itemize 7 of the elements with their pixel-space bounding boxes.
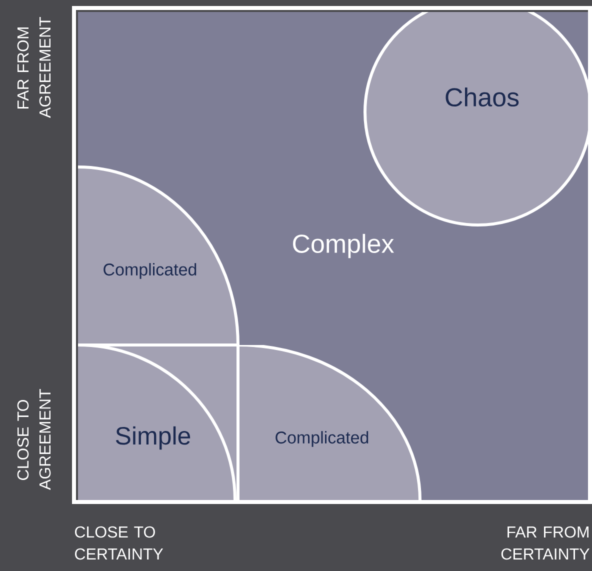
circle-region: Chaos [364,12,588,226]
axis-label: FAR FROM CERTAINTY [501,526,590,560]
quarter-circle-region: Complicated [238,345,422,500]
axis-label: FAR FROM AGREEMENT [17,17,51,118]
quarter-circle-region: Complicated [78,166,240,345]
axis-label: CLOSE TO CERTAINTY [75,526,164,560]
axis-label: CLOSE TO AGREEMENT [17,389,51,490]
